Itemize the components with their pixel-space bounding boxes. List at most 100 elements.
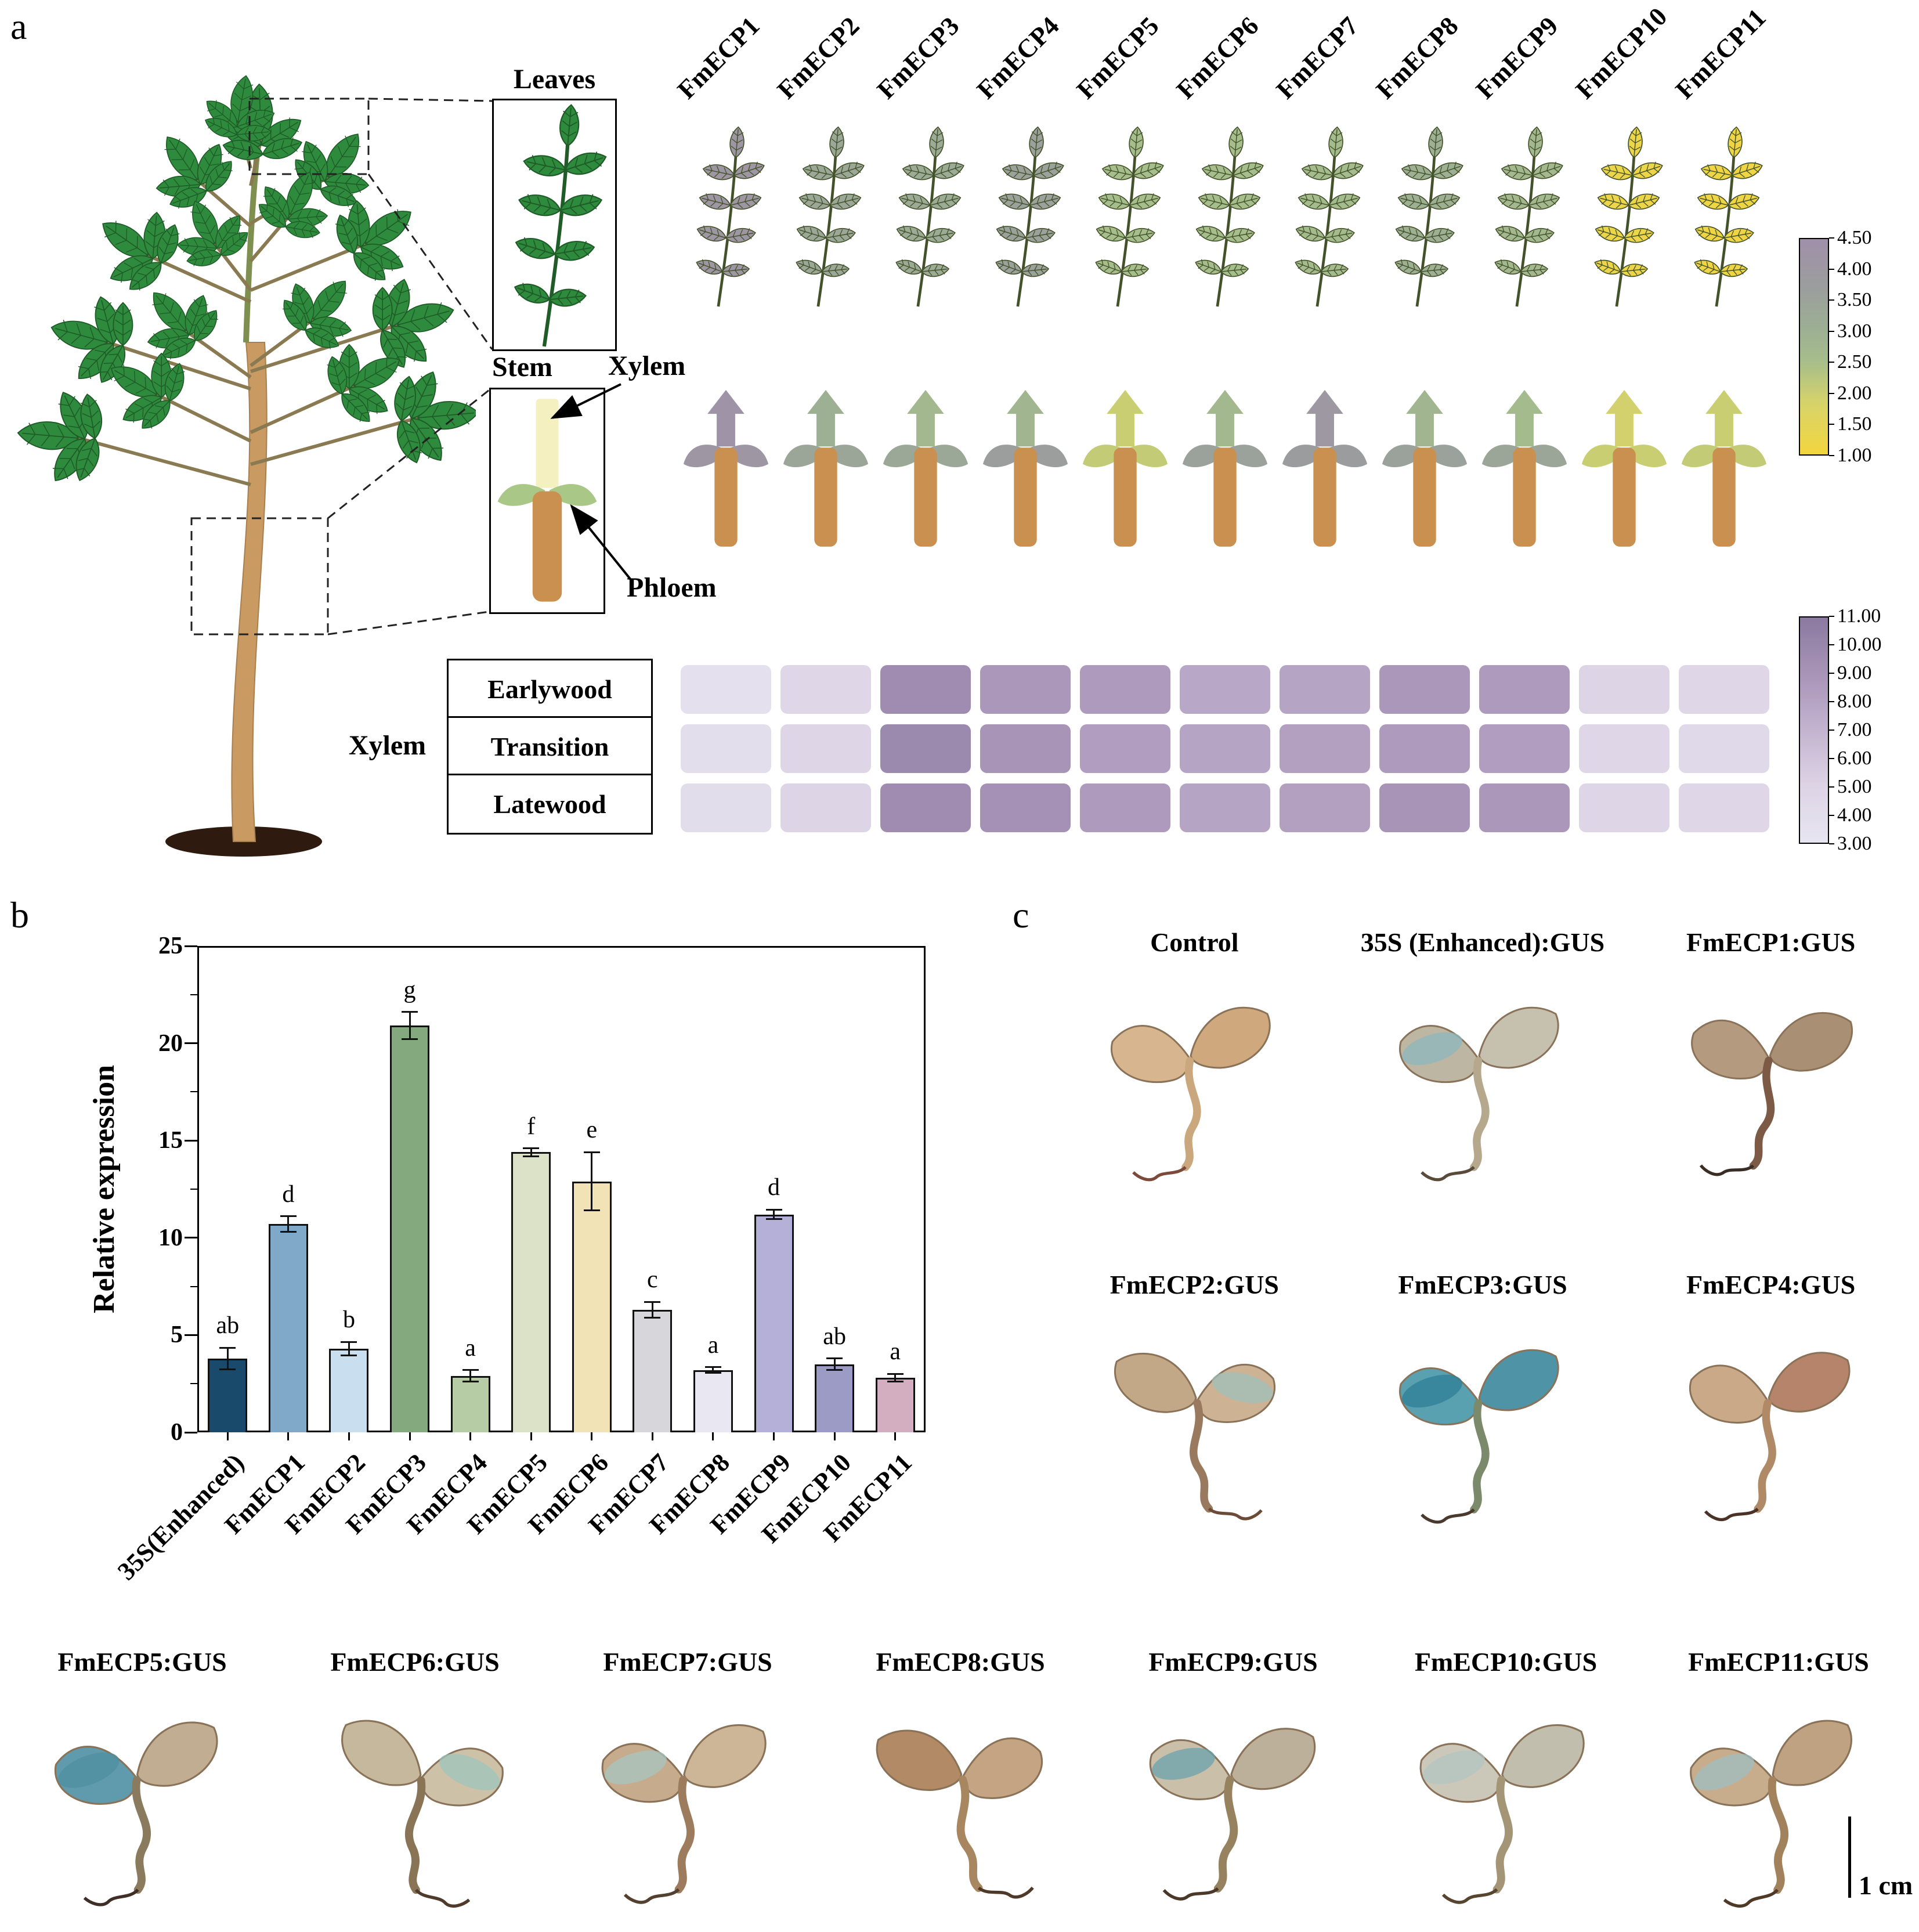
stem-inset-box: [489, 388, 605, 614]
bar: [511, 1152, 551, 1432]
scale-top-tickmark: [1829, 392, 1834, 394]
error-bar-cap-bottom: [765, 1218, 782, 1220]
xylem-heatmap-cell: [980, 665, 1071, 714]
scale-top-tickmark: [1829, 268, 1834, 270]
y-minor-tick: [190, 994, 197, 995]
xylem-arrow: [550, 383, 621, 419]
panel-b-label: b: [10, 894, 29, 936]
xylem-heatmap-cell: [880, 783, 971, 832]
stem-heatmap-icon: [682, 380, 769, 554]
bar: [754, 1214, 794, 1432]
xylem-heatmap-cell: [780, 665, 871, 714]
gus-photo-item: FmECP2:GUS: [1050, 1270, 1339, 1539]
stem-heatmap-icon: [782, 380, 869, 554]
scale-bottom-tick-label: 11.00: [1837, 605, 1881, 627]
xylem-heatmap-cell: [1379, 665, 1470, 714]
scale-bar-label: 1 cm: [1859, 1870, 1913, 1900]
scale-top-tickmark: [1829, 424, 1834, 425]
stem-heatmap-icon: [1481, 380, 1568, 554]
leaf-heatmap-icon: [1082, 119, 1169, 313]
gus-photo-title: FmECP5:GUS: [57, 1647, 227, 1677]
barchart-frame: [197, 946, 926, 1432]
x-tick-mark: [894, 1432, 897, 1440]
seedling-photo: [1387, 967, 1578, 1196]
xylem-heatmap-cell: [880, 724, 971, 773]
xylem-table: Earlywood Transition Latewood: [447, 659, 653, 835]
leaf-heatmap-icon: [682, 119, 769, 313]
xylem-heatmap-cell: [681, 783, 771, 832]
sig-letter: a: [465, 1334, 476, 1362]
error-bar-cap-bottom: [402, 1038, 418, 1041]
error-bar-cap-bottom: [341, 1355, 357, 1357]
x-tick-mark: [469, 1432, 472, 1440]
xylem-heatmap-cell: [1180, 783, 1270, 832]
sig-letter: ab: [216, 1312, 240, 1339]
xylem-row-label-earlywood: Earlywood: [449, 660, 651, 718]
bar: [815, 1364, 855, 1432]
y-tick-label: 20: [158, 1030, 183, 1057]
y-tick-mark: [185, 1431, 197, 1433]
gus-photo-item: FmECP1:GUS: [1627, 927, 1915, 1196]
error-bar-cap-top: [219, 1346, 236, 1349]
bar: [329, 1348, 369, 1432]
y-tick-mark: [185, 1042, 197, 1045]
xylem-heatmap-cell: [1280, 724, 1370, 773]
stem-heatmap-icon: [1381, 380, 1468, 554]
seedling-photo: [1680, 1687, 1877, 1916]
scale-top-tick-label: 4.00: [1837, 258, 1872, 280]
gus-photo-item: FmECP3:GUS: [1339, 1270, 1627, 1539]
scale-top-tick-label: 4.50: [1837, 227, 1872, 248]
stem-cross-section-illustration: [497, 399, 597, 602]
seedling-photo: [1098, 967, 1290, 1196]
scale-bottom: [1799, 616, 1829, 844]
error-bar-cap-top: [583, 1151, 600, 1153]
x-tick-mark: [287, 1432, 290, 1440]
error-bar-line: [651, 1302, 653, 1318]
y-tick-label: 15: [158, 1127, 183, 1154]
seedling-photo: [1407, 1687, 1604, 1916]
seedling-photo: [1098, 1309, 1290, 1539]
compound-leaf-illustration: [494, 100, 615, 349]
stem-heatmap-icon: [982, 380, 1069, 554]
sig-letter: b: [342, 1306, 355, 1334]
seedling-photo: [862, 1687, 1059, 1916]
phloem-arrow: [570, 504, 633, 582]
xylem-heatmap-cell: [1679, 724, 1769, 773]
gus-photo-item: FmECP10:GUS: [1369, 1647, 1642, 1916]
error-bar-line: [833, 1358, 836, 1370]
scale-bottom-tickmark: [1829, 701, 1834, 702]
gus-photo-item: FmECP4:GUS: [1627, 1270, 1915, 1539]
y-tick-label: 0: [171, 1419, 183, 1446]
xylem-heatmap-cell: [880, 665, 971, 714]
leaf-heatmap-icon: [882, 119, 969, 313]
seedling-photo: [1134, 1687, 1332, 1916]
gus-photo-item: FmECP9:GUS: [1097, 1647, 1369, 1916]
gus-photo-title: FmECP8:GUS: [876, 1647, 1045, 1677]
panel-c-label: c: [1013, 894, 1029, 936]
scale-bottom-tick-label: 10.00: [1837, 634, 1882, 655]
y-tick-mark: [185, 1334, 197, 1336]
sig-letter: ab: [823, 1323, 846, 1350]
xylem-heatmap-cell: [1679, 783, 1769, 832]
error-bar-cap-top: [644, 1301, 661, 1303]
error-bar-line: [226, 1348, 229, 1370]
error-bar-cap-bottom: [887, 1381, 904, 1383]
scale-bottom-tick-label: 9.00: [1837, 662, 1872, 684]
xylem-heatmap-cell: [1180, 724, 1270, 773]
scale-top-tick-label: 1.00: [1837, 445, 1872, 466]
leaves-inset-box: [492, 99, 617, 351]
stem-heatmap-icon: [1681, 380, 1768, 554]
error-bar-line: [530, 1148, 532, 1156]
gus-photo-item: FmECP5:GUS: [6, 1647, 279, 1916]
scale-bottom-tickmark: [1829, 616, 1834, 617]
sig-letter: d: [768, 1174, 780, 1201]
x-tick-mark: [226, 1432, 229, 1440]
error-bar-cap-top: [280, 1215, 297, 1218]
scale-top-tick-label: 2.00: [1837, 382, 1872, 404]
error-bar-cap-bottom: [280, 1231, 297, 1233]
bar: [450, 1375, 490, 1432]
error-bar-cap-top: [826, 1357, 843, 1360]
gus-photo-item: 35S (Enhanced):GUS: [1339, 927, 1627, 1196]
bar: [693, 1370, 733, 1432]
scale-top-tickmark: [1829, 299, 1834, 301]
